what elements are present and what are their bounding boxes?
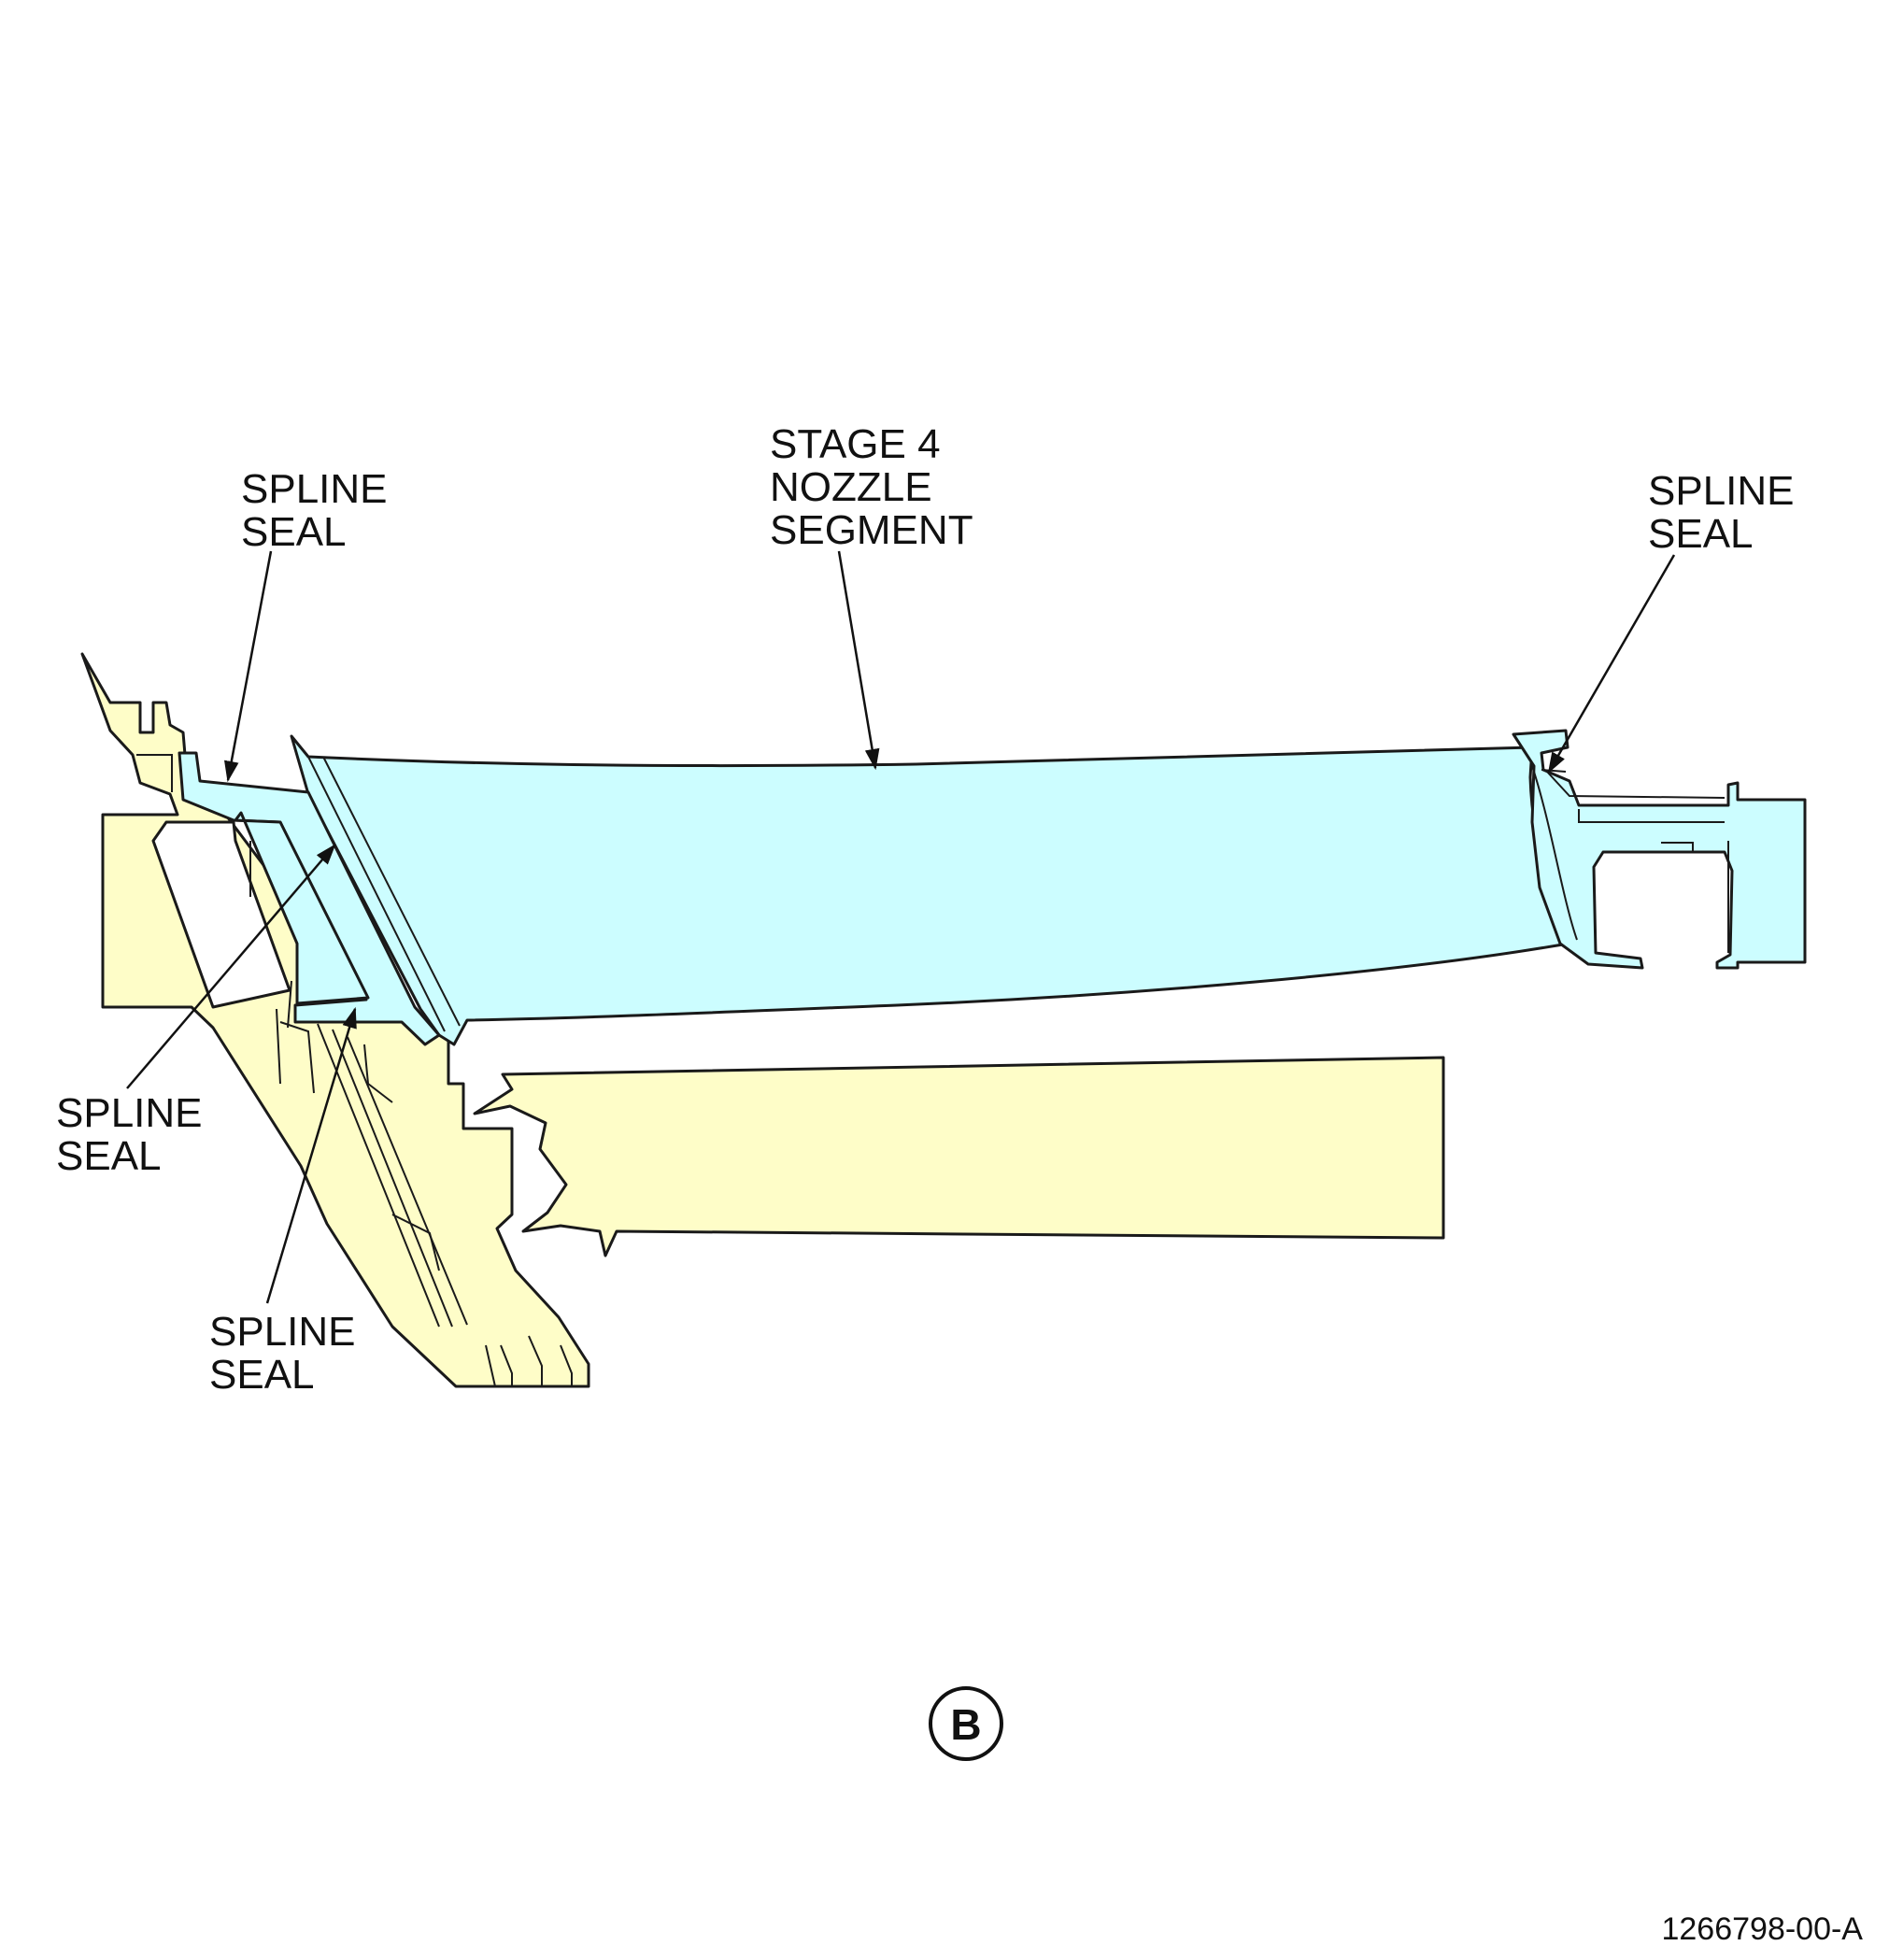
stage4-nozzle-segment-label: STAGE 4 NOZZLE SEGMENT bbox=[770, 421, 973, 553]
stage4-nozzle-segment bbox=[178, 729, 1807, 1046]
leader-stage4-nozzle bbox=[837, 550, 880, 771]
spline-seal-label-bottom: SPLINE SEAL bbox=[209, 1309, 367, 1398]
figure-number: 1266798-00-A bbox=[1661, 1911, 1863, 1947]
spline-seal-label-top-left: SPLINE SEAL bbox=[241, 466, 399, 555]
leader-spline-seal-bottom bbox=[265, 1006, 357, 1304]
spline-seal-label-right: SPLINE SEAL bbox=[1648, 468, 1806, 557]
leader-spline-seal-mid-left bbox=[126, 844, 336, 1089]
spline-seal-label-mid-left: SPLINE SEAL bbox=[56, 1090, 214, 1179]
view-marker: B bbox=[929, 1686, 1003, 1761]
lower-casing-band bbox=[473, 1056, 1445, 1257]
leader-spline-seal-top-left bbox=[223, 550, 273, 783]
view-marker-letter: B bbox=[950, 1700, 981, 1749]
leader-spline-seal-right bbox=[1547, 554, 1676, 774]
leader-lines bbox=[126, 550, 1676, 1304]
